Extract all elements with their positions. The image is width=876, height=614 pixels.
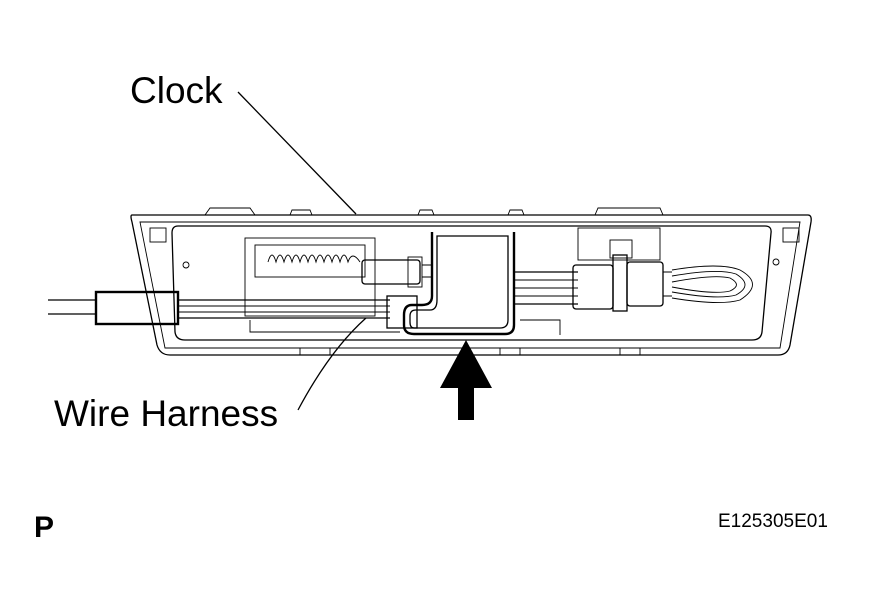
clock-housing — [130, 207, 812, 356]
loop-wire — [671, 265, 753, 304]
right-connector — [572, 227, 672, 312]
clock-inner-recess — [171, 225, 772, 341]
figure-code: E125305E01 — [718, 511, 828, 532]
view-mark: P — [34, 511, 55, 544]
clock-leader-line — [237, 91, 357, 215]
clock-label: Clock — [130, 70, 223, 111]
internal-coil-wire — [267, 254, 432, 288]
harness-leader-line — [297, 317, 367, 411]
push-arrow-icon — [440, 340, 492, 420]
wire-harness — [48, 290, 418, 329]
harness-cover — [402, 232, 516, 336]
wire-harness-label: Wire Harness — [54, 393, 279, 434]
right-wire-bundle — [514, 271, 578, 305]
